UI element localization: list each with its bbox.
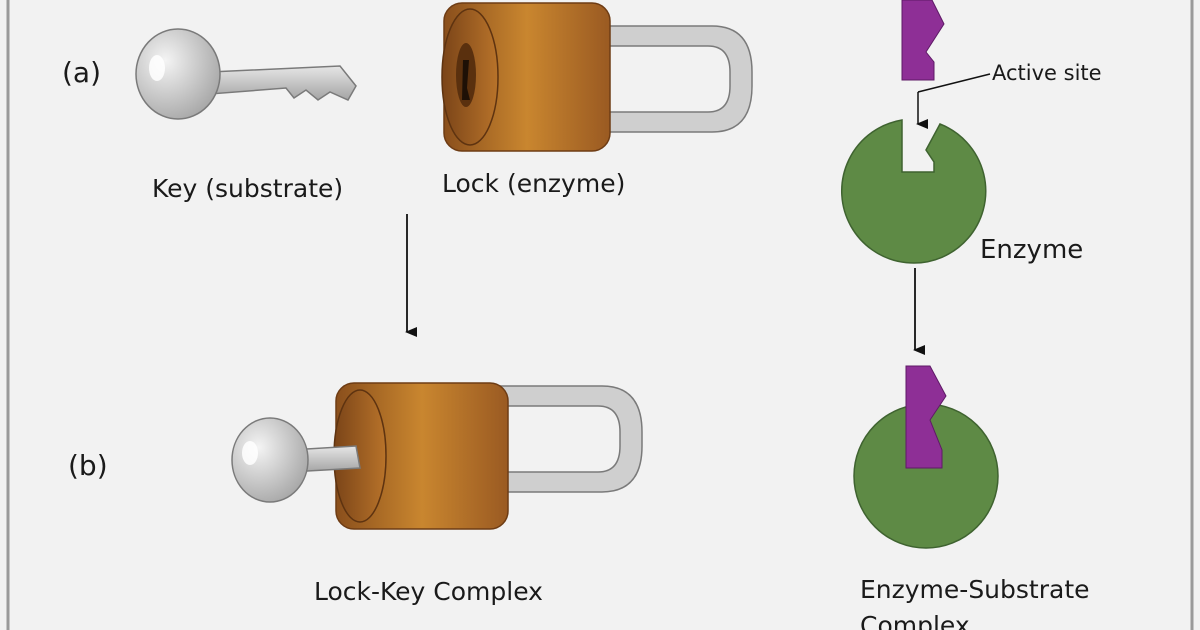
- panel-a-label: (a): [62, 56, 101, 89]
- enzyme-shape: [841, 119, 987, 264]
- padlock-icon: [441, 2, 753, 152]
- lock-label: Lock (enzyme): [442, 169, 625, 198]
- key-label: Key (substrate): [152, 174, 343, 203]
- substrate-shape: [901, 0, 945, 81]
- key-icon: [135, 28, 357, 120]
- panel-b-label: (b): [68, 449, 108, 482]
- enzyme-substrate-complex-label-line2: Complex: [860, 611, 970, 630]
- active-site-label: Active site: [992, 61, 1102, 85]
- enzyme-label: Enzyme: [980, 235, 1083, 265]
- active-site-pointer: [917, 73, 991, 93]
- substrate-in-complex-shape: [905, 365, 947, 469]
- enzyme-substrate-complex-label-line1: Enzyme-Substrate: [860, 575, 1090, 604]
- lock-key-complex-label: Lock-Key Complex: [314, 577, 543, 606]
- lock-key-complex-icon: [231, 382, 643, 530]
